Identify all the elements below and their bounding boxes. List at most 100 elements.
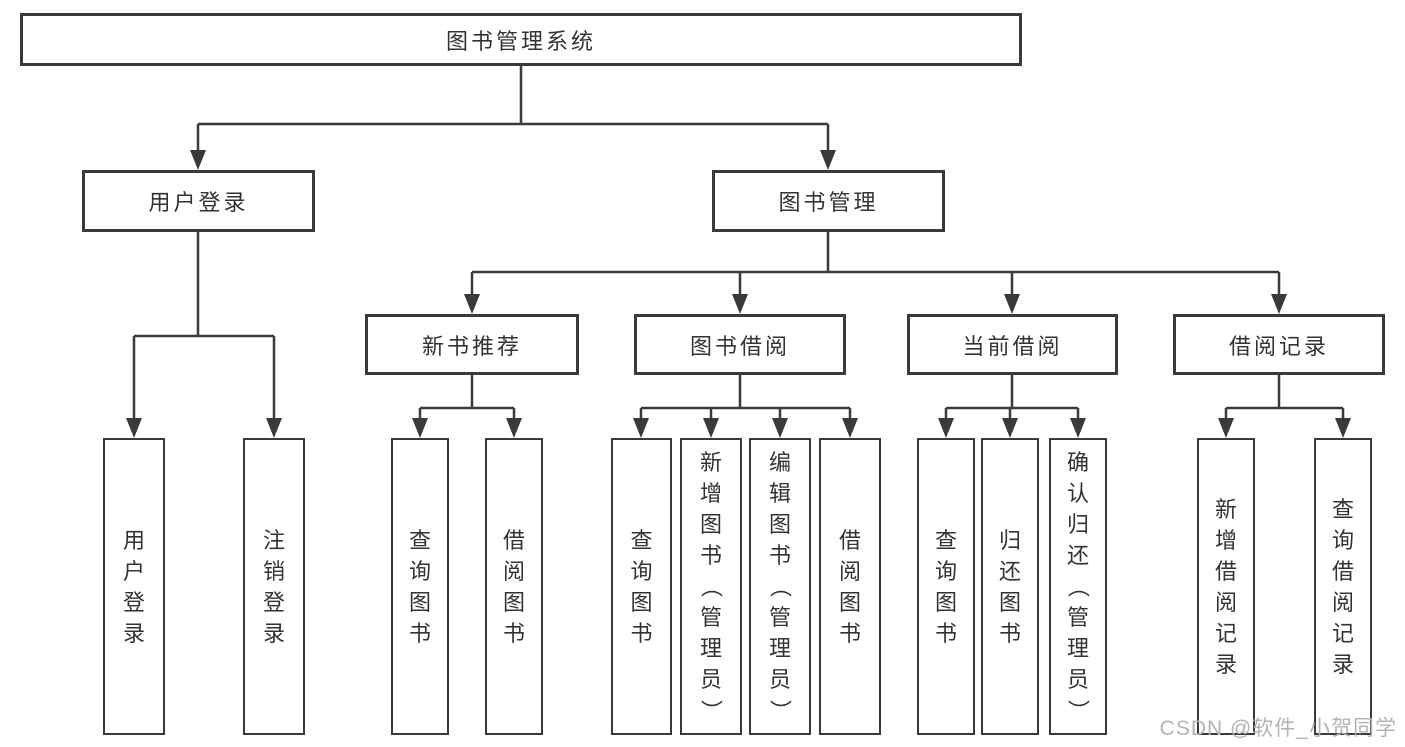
- connector-root-to-level2: [196, 66, 830, 154]
- vertical-char: 管: [1066, 605, 1089, 630]
- node-root-library-system: 图书管理系统: [20, 13, 1022, 66]
- arrow-icon: [412, 418, 428, 438]
- vertical-char: 图: [998, 589, 1021, 615]
- arrowheads: [126, 150, 1351, 438]
- arrow-icon: [772, 418, 788, 438]
- arrow-icon: [1070, 418, 1086, 438]
- vertical-char: 户: [122, 558, 145, 584]
- leaf-query-borrow-record: 查询借阅记录: [1314, 438, 1372, 735]
- vertical-char: 阅: [1214, 589, 1237, 615]
- vertical-char: 管: [699, 605, 722, 630]
- arrow-icon: [842, 418, 858, 438]
- arrow-icon: [633, 418, 649, 438]
- vertical-char: 查: [1331, 496, 1354, 522]
- vertical-char: 录: [1214, 651, 1237, 677]
- vertical-char: 辑: [768, 481, 791, 506]
- vertical-char: 认: [1066, 481, 1089, 506]
- vertical-char: 图: [630, 589, 653, 615]
- vertical-char: ）: [698, 699, 724, 722]
- leaf-borrow-books: 借阅图书: [819, 438, 881, 735]
- vertical-char: 书: [838, 620, 861, 646]
- arrow-icon: [1002, 418, 1018, 438]
- vertical-char: 图: [408, 589, 431, 615]
- node-book-management: 图书管理: [712, 170, 945, 232]
- connector-book-management-branch: [470, 232, 1281, 298]
- leaf-query-books-borrow: 查询图书: [611, 438, 672, 735]
- vertical-char: 销: [262, 558, 285, 584]
- arrow-icon: [190, 150, 206, 170]
- vertical-char: 还: [1066, 543, 1089, 568]
- vertical-char: 询: [408, 558, 431, 584]
- vertical-char: 注: [262, 527, 285, 553]
- vertical-char: 询: [934, 558, 957, 584]
- vertical-char: 员: [768, 667, 791, 692]
- vertical-char: 书: [934, 620, 957, 646]
- vertical-char: ）: [1065, 699, 1091, 722]
- vertical-char: 增: [699, 481, 722, 506]
- vertical-char: 记: [1331, 620, 1354, 646]
- vertical-char: 借: [1214, 558, 1237, 584]
- vertical-char: 书: [699, 543, 722, 568]
- arrow-icon: [732, 294, 748, 314]
- vertical-char: 员: [1066, 667, 1089, 692]
- arrow-icon: [1271, 294, 1287, 314]
- vertical-char: 新: [1214, 496, 1237, 522]
- vertical-char: ）: [767, 699, 793, 722]
- connector-borrow-records-group: [1224, 375, 1345, 422]
- vertical-char: 图: [838, 589, 861, 615]
- vertical-char: 书: [998, 620, 1021, 646]
- vertical-char: 录: [262, 620, 285, 646]
- leaf-query-books-current: 查询图书: [917, 438, 975, 735]
- vertical-char: 编: [768, 450, 791, 475]
- vertical-char: 查: [408, 527, 431, 553]
- vertical-char: 理: [1066, 636, 1089, 661]
- leaf-borrow-books-recommend: 借阅图书: [485, 438, 543, 735]
- vertical-char: （: [767, 575, 793, 598]
- vertical-char: 用: [122, 527, 145, 553]
- arrow-icon: [703, 418, 719, 438]
- vertical-char: 增: [1214, 527, 1237, 553]
- arrow-icon: [266, 418, 282, 438]
- vertical-char: 图: [768, 512, 791, 537]
- leaf-confirm-return-admin: 确认归还（管理员）: [1049, 438, 1107, 735]
- vertical-char: 归: [998, 527, 1021, 553]
- vertical-char: 还: [998, 558, 1021, 584]
- leaf-user-login: 用户登录: [103, 438, 165, 735]
- arrow-icon: [1004, 294, 1020, 314]
- vertical-char: 理: [768, 636, 791, 661]
- vertical-char: （: [1065, 575, 1091, 598]
- connector-new-book-group: [418, 375, 516, 422]
- vertical-char: 书: [502, 620, 525, 646]
- vertical-char: 登: [122, 589, 145, 615]
- leaf-return-book: 归还图书: [981, 438, 1039, 735]
- arrow-icon: [1335, 418, 1351, 438]
- vertical-char: 图: [502, 589, 525, 615]
- vertical-char: 员: [699, 667, 722, 692]
- vertical-char: 查: [934, 527, 957, 553]
- vertical-char: 查: [630, 527, 653, 553]
- vertical-char: 书: [408, 620, 431, 646]
- leaf-logout: 注销登录: [243, 438, 305, 735]
- csdn-watermark: CSDN @软件_小贺同学: [1159, 717, 1397, 740]
- vertical-char: 理: [699, 636, 722, 661]
- leaf-add-borrow-record: 新增借阅记录: [1197, 438, 1255, 735]
- connector-user-login-branch: [132, 232, 276, 422]
- vertical-char: 登: [262, 589, 285, 615]
- arrow-icon: [506, 418, 522, 438]
- vertical-char: 借: [1331, 558, 1354, 584]
- vertical-char: 询: [630, 558, 653, 584]
- node-new-book-recommend: 新书推荐: [365, 314, 579, 375]
- arrow-icon: [1218, 418, 1234, 438]
- vertical-char: 借: [502, 527, 525, 553]
- arrow-icon: [126, 418, 142, 438]
- vertical-char: 询: [1331, 527, 1354, 553]
- connector-book-borrow-group: [639, 375, 852, 422]
- node-user-login: 用户登录: [82, 170, 315, 232]
- node-borrow-records: 借阅记录: [1173, 314, 1385, 375]
- vertical-char: 确: [1066, 450, 1089, 475]
- vertical-char: 图: [699, 512, 722, 537]
- vertical-char: 书: [630, 620, 653, 646]
- vertical-char: 记: [1214, 620, 1237, 646]
- arrow-icon: [820, 150, 836, 170]
